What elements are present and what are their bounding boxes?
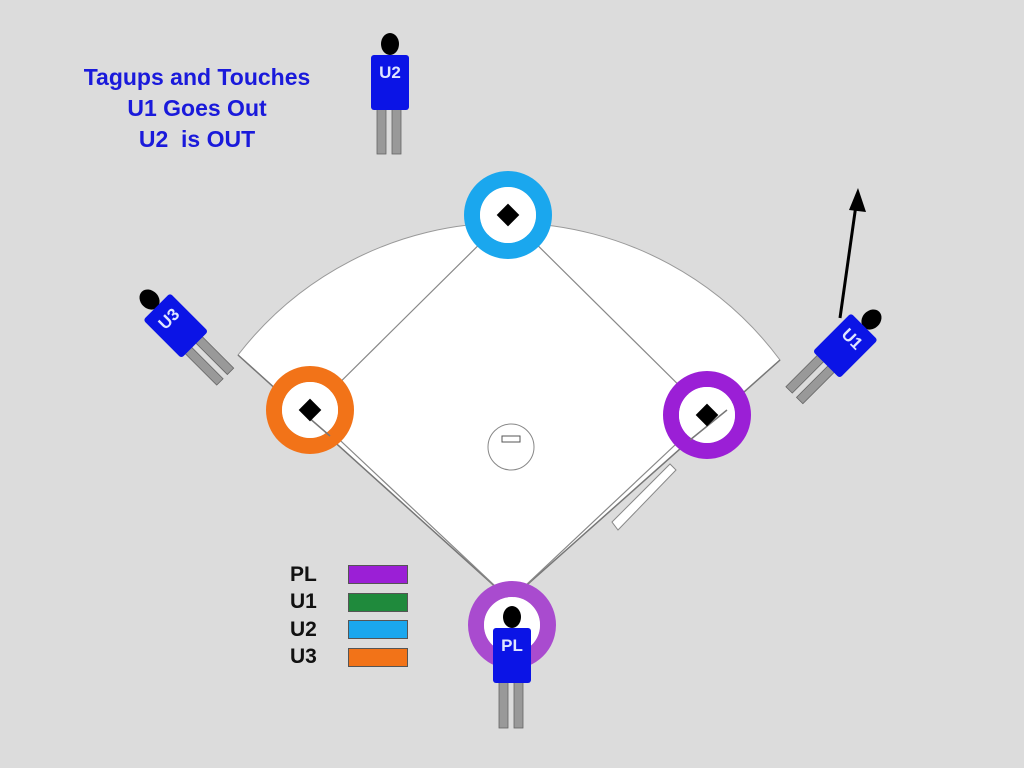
legend-label: U3 bbox=[290, 645, 317, 669]
legend-swatch bbox=[348, 647, 408, 667]
legend-row-u1: U1 bbox=[290, 589, 408, 617]
legend-label: PL bbox=[290, 562, 317, 586]
u2-label: U2 bbox=[379, 63, 401, 82]
title-line-2: U1 Goes Out bbox=[127, 95, 267, 121]
third-base-ring bbox=[266, 366, 354, 454]
first-base bbox=[663, 371, 751, 459]
legend-row-u2: U2 bbox=[290, 616, 408, 644]
umpire-pl: PL bbox=[493, 606, 531, 729]
pitchers-mound bbox=[487, 423, 535, 471]
pl-label: PL bbox=[501, 636, 523, 655]
title-line-3: U2 is OUT bbox=[138, 126, 256, 152]
legend-label: U1 bbox=[290, 590, 317, 614]
umpire-u2: U2 bbox=[371, 33, 409, 155]
second-base bbox=[464, 171, 552, 259]
second-base-ring bbox=[464, 171, 552, 259]
legend-swatch bbox=[348, 592, 408, 612]
legend: PL U1 U2 U3 bbox=[290, 561, 408, 671]
umpire-u3: U3 bbox=[139, 289, 235, 386]
coach-box bbox=[611, 463, 677, 531]
umpire-u1: U1 bbox=[785, 309, 882, 405]
legend-swatch bbox=[348, 620, 408, 640]
title-line-1: Tagups and Touches bbox=[83, 64, 311, 90]
u1-direction-arrow bbox=[838, 188, 866, 319]
legend-row-u3: U3 bbox=[290, 644, 408, 672]
legend-row-pl: PL bbox=[290, 561, 408, 589]
legend-label: U2 bbox=[290, 617, 317, 641]
title-block: Tagups and Touches U1 Goes Out U2 is OUT bbox=[52, 62, 342, 155]
first-base-ring bbox=[663, 371, 751, 459]
third-base bbox=[266, 366, 354, 454]
legend-swatch bbox=[348, 565, 408, 585]
